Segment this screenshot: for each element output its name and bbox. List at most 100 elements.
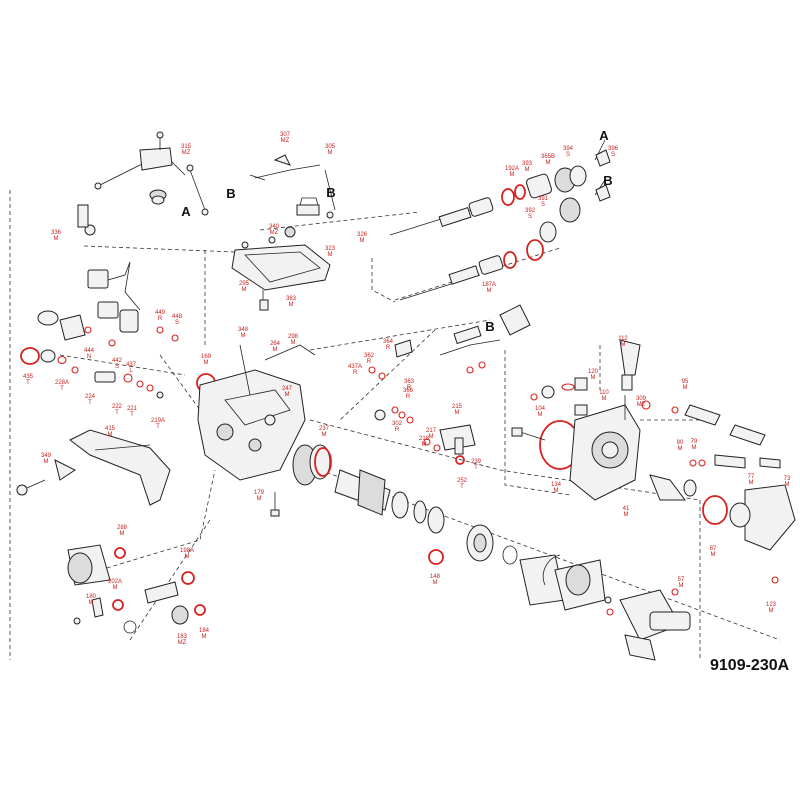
callout-suffix: M	[711, 552, 716, 558]
callout-number: 349	[41, 453, 52, 459]
callout-number: 215	[452, 404, 463, 410]
callout-number: 79	[691, 439, 698, 445]
callout-number: 202A	[108, 579, 122, 585]
delivery-valve-assembly	[389, 139, 611, 301]
callout-suffix: R	[367, 359, 372, 365]
callout-suffix: S	[541, 202, 545, 208]
callout-suffix: MZ	[281, 138, 290, 144]
callout-suffix: M	[289, 302, 294, 308]
marker-b: B	[326, 185, 335, 200]
callout-number: 323	[325, 246, 336, 252]
callout-suffix: M	[89, 600, 94, 606]
callout-suffix: M	[422, 442, 427, 448]
governor-cover	[231, 226, 331, 311]
callout-suffix: R	[395, 427, 400, 433]
callout-number: 437	[126, 362, 137, 368]
marker-b: B	[485, 319, 494, 334]
callout-number: 120	[588, 369, 599, 375]
callout-suffix: M	[683, 385, 688, 391]
callout-suffix: MZ	[637, 402, 646, 408]
callout-number: 435	[23, 374, 34, 380]
callout-suffix: MZ	[178, 640, 187, 646]
callout-number: 307	[280, 132, 291, 138]
callout-suffix: R	[353, 370, 358, 376]
callout-number: 396	[608, 146, 619, 152]
callout-suffix: T	[460, 484, 464, 490]
callout-suffix: R	[158, 316, 163, 322]
callout-suffix: S	[175, 320, 179, 326]
callout-number: 302	[392, 421, 403, 427]
callout-suffix: R	[386, 345, 391, 351]
callout-suffix: M	[285, 392, 290, 398]
callout-87: 87M	[710, 546, 717, 558]
callout-number: 309	[636, 396, 647, 402]
callout-number: 73	[784, 476, 791, 482]
callout-number: 392	[525, 208, 536, 214]
callout-73: 73M	[784, 476, 791, 488]
callout-suffix: M	[328, 252, 333, 258]
marker-b: B	[226, 186, 235, 201]
callout-suffix: M	[291, 340, 296, 346]
callout-77: 77M	[748, 474, 755, 486]
callout-suffix: T	[26, 380, 30, 386]
callout-number: 363	[404, 379, 415, 385]
callout-suffix: N	[87, 354, 91, 360]
callout-number: 221	[127, 406, 138, 412]
callout-suffix: M	[273, 347, 278, 353]
callout-number: 123	[766, 602, 777, 608]
callout-number: 442	[112, 358, 123, 364]
callout-number: 315	[181, 144, 192, 150]
callout-number: 295	[239, 281, 250, 287]
callout-number: 219A	[151, 418, 165, 424]
callout-suffix: M	[769, 608, 774, 614]
callout-suffix: M	[679, 583, 684, 589]
callout-number: 247	[282, 386, 293, 392]
callout-suffix: M	[678, 446, 683, 452]
callout-suffix: M	[624, 512, 629, 518]
callout-suffix: M	[433, 580, 438, 586]
callout-suffix: M	[510, 172, 515, 178]
governor-linkage	[77, 131, 336, 236]
callout-suffix: M	[204, 360, 209, 366]
callout-suffix: MZ	[270, 230, 279, 236]
callout-suffix: T	[60, 386, 64, 392]
callout-number: 222	[112, 404, 123, 410]
callout-number: 134	[551, 482, 562, 488]
callout-suffix: M	[242, 287, 247, 293]
callout-suffix: S	[528, 214, 532, 220]
marker-b: B	[603, 173, 612, 188]
callout-95: 95M	[682, 379, 689, 391]
cold-start-device	[67, 544, 206, 634]
callout-number: 169	[201, 354, 212, 360]
callout-number: 394	[563, 146, 574, 152]
callout-number: 87	[710, 546, 717, 552]
